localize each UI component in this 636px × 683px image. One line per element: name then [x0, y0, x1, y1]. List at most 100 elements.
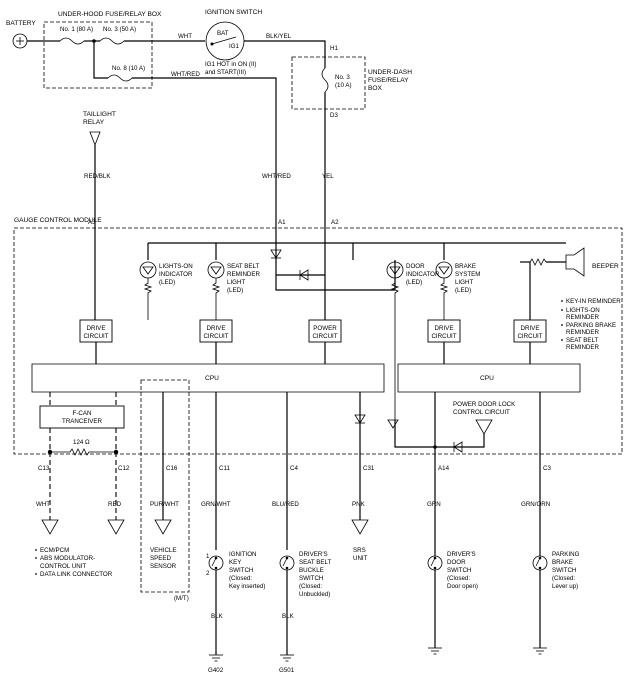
srs-line2: UNIT — [353, 555, 368, 562]
power-circuit-line1: POWER — [313, 325, 337, 332]
beeper-note-1: LIGHTS-ON — [566, 307, 600, 314]
underdash-box-line2: FUSE/RELAY — [368, 77, 409, 84]
drive-circuit-brake-line1: DRIVE — [435, 325, 454, 332]
h1-label: H1 — [330, 45, 338, 52]
underdash-box-line3: BOX — [368, 85, 383, 92]
door-indicator-line2: INDICATOR — [406, 271, 440, 278]
brake-line4: (LED) — [455, 287, 471, 294]
ign-key-1: KEY — [229, 559, 241, 566]
buckle-3: SWITCH — [299, 575, 323, 582]
ig1-label: IG1 — [229, 43, 240, 50]
pin-c31: C31 — [363, 465, 375, 472]
pin-a14: A14 — [438, 465, 450, 472]
ign-key-2: SWITCH — [229, 567, 253, 574]
wire-blu-red: BLU/RED — [272, 501, 299, 508]
wire-grn: GRN — [427, 501, 441, 508]
ground-g402 — [209, 654, 223, 662]
seat-belt-line4: (LED) — [227, 287, 243, 294]
pdl-line2: CONTROL CIRCUIT — [453, 409, 510, 416]
underdash-box-line1: UNDER-DASH — [368, 69, 412, 76]
ground-parking-brake — [533, 647, 547, 655]
door-indicator-line3: (LED) — [406, 279, 422, 286]
taillight-relay-line2: RELAY — [83, 119, 105, 126]
underdash-fuse-box — [291, 56, 366, 110]
drive-circuit-beeper-line1: DRIVE — [521, 325, 540, 332]
brake-line3: LIGHT — [455, 279, 473, 286]
seat-belt-line3: LIGHT — [227, 279, 245, 286]
mt-label: (M/T) — [174, 595, 189, 602]
pin-a1: A1 — [278, 219, 286, 226]
pdl-diode — [453, 441, 463, 453]
door-sw-0: DRIVER'S — [447, 551, 476, 558]
battery-label: BATTERY — [6, 20, 36, 27]
door-sw-3: (Closed: — [447, 575, 470, 582]
beeper-note-2: REMINDER — [566, 314, 600, 321]
pb-sw-2: SWITCH — [552, 567, 576, 574]
door-indicator-led — [386, 261, 404, 420]
lights-on-line2: INDICATOR — [159, 271, 193, 278]
ign-key-3: (Closed: — [229, 575, 252, 582]
beeper-note-3: PARKING BRAKE — [566, 322, 616, 329]
brake-line2: SYSTEM — [455, 271, 480, 278]
g501-label: G501 — [279, 667, 295, 674]
fuse8-symbol — [107, 74, 133, 82]
fcan-tranceiver — [39, 405, 125, 429]
pb-sw-4: Lever up) — [552, 583, 578, 590]
drive-circuit-taillight-line2: CIRCUIT — [83, 333, 108, 340]
drive-circuit-seatbelt-line1: DRIVE — [207, 325, 226, 332]
ig1-note-line2: and START(III) — [205, 69, 246, 76]
pdl-line1: POWER DOOR LOCK — [453, 401, 516, 408]
cpu-right — [397, 363, 581, 393]
ground-door-switch — [428, 647, 442, 655]
door-sw-1: DOOR — [447, 559, 466, 566]
power-circuit-line2: CIRCUIT — [312, 333, 337, 340]
cpu-left-label: CPU — [205, 375, 219, 382]
door-sw-2: SWITCH — [447, 567, 471, 574]
vss-line1: VEHICLE — [150, 547, 176, 554]
srs-triangle — [351, 519, 369, 535]
d3-label: D3 — [330, 112, 338, 119]
beeper-label: BEEPER — [592, 263, 619, 270]
parking-brake-switch — [532, 555, 548, 571]
pb-sw-1: BRAKE — [552, 559, 573, 566]
wire-wht: WHT — [36, 501, 50, 508]
lights-on-led — [139, 261, 157, 320]
ig1-note-line1: IG1 HOT in ON (II) — [205, 61, 256, 68]
wire-blk-1: BLK — [211, 613, 224, 620]
fcan-line2: TRANCEIVER — [62, 418, 102, 425]
vss-dashed-box — [140, 379, 190, 593]
pin-a2: A2 — [331, 219, 339, 226]
door-sw-4: Door open) — [447, 583, 478, 590]
driver-door-switch — [427, 555, 443, 571]
g402-label: G402 — [208, 667, 224, 674]
taillight-relay-triangle — [89, 131, 101, 147]
red-blk-label: RED/BLK — [84, 173, 111, 180]
wire-red: RED — [108, 501, 122, 508]
brake-line1: BRAKE — [455, 263, 476, 270]
fuse1-symbol — [59, 37, 85, 45]
ign-key-0: IGNITION — [229, 551, 257, 558]
buckle-1: SEAT BELT — [299, 559, 332, 566]
cpu-right-label: CPU — [480, 375, 494, 382]
underdash-fuse-symbol — [321, 67, 329, 93]
wire-grn-orn: GRN/ORN — [521, 501, 550, 508]
beeper-note-6: REMINDER — [566, 344, 600, 351]
resistor-124 — [50, 448, 116, 456]
beeper-note-4: REMINDER — [566, 329, 600, 336]
door-indicator-line1: DOOR — [406, 263, 425, 270]
pin-a3: A3 — [88, 219, 96, 226]
seat-belt-led — [207, 261, 225, 320]
ecm-triangle-wht — [41, 519, 59, 535]
gauge-control-module — [13, 227, 623, 455]
buckle-2: BUCKLE — [299, 567, 324, 574]
drive-circuit-beeper-line2: CIRCUIT — [517, 333, 542, 340]
ign-key-4: Key inserted) — [229, 583, 265, 590]
gauge-module-label: GAUGE CONTROL MODULE — [14, 217, 102, 224]
pin-c11: C11 — [219, 465, 230, 472]
ecm-triangle-red — [107, 519, 125, 535]
ecm-item-3: DATA LINK CONNECTOR — [40, 571, 113, 578]
vss-line3: SENSOR — [150, 563, 177, 570]
taillight-relay-line1: TAILLIGHT — [83, 111, 116, 118]
drive-circuit-seatbelt-line2: CIRCUIT — [203, 333, 228, 340]
ecm-item-2: CONTROL UNIT — [40, 563, 86, 570]
